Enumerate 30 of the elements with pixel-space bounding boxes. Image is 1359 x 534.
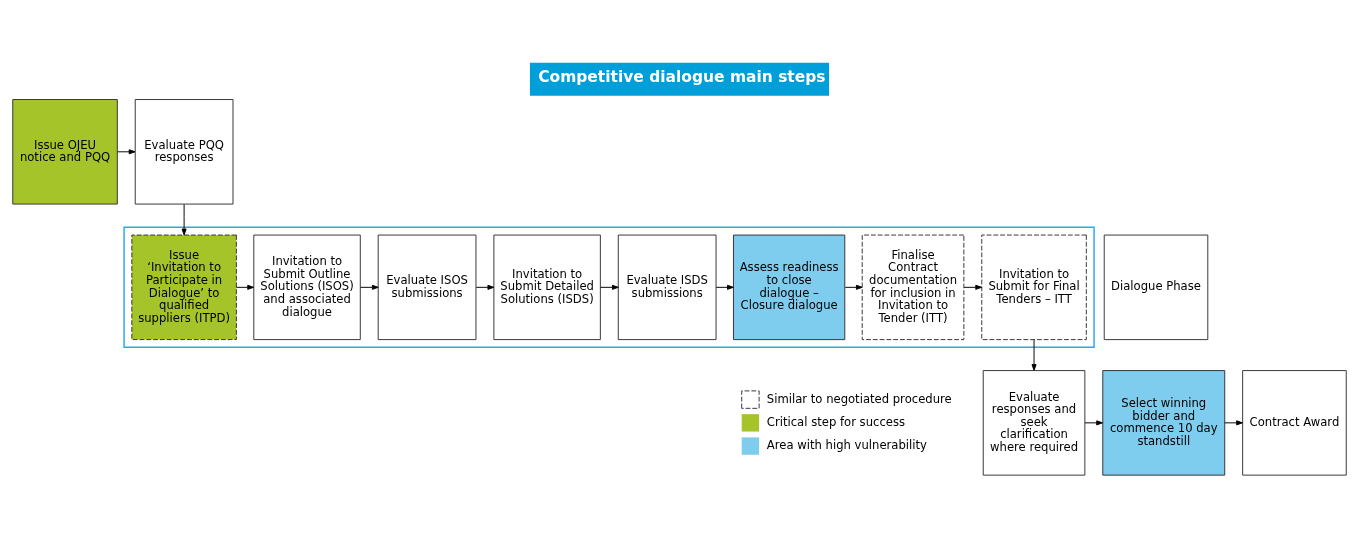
node-box: Finalise Contract documentation for inclusion in Invitation to Tender (ITT) [861,234,965,341]
node-box: Evaluate responses and seek clarification where required [982,370,1086,476]
diagram-title: Competitive dialogue main steps [538,67,826,86]
arrow [600,284,619,290]
node-box: Issue OJEU notice and PQQ [12,99,118,205]
arrow [715,284,734,290]
arrow [235,284,255,290]
arrow [963,284,983,290]
node-box: Issue ‘Invitation to Participate in Dialogue’ to qualified suppliers (ITPD) [131,234,237,341]
node-box: Invitation to Submit Detailed Solutions (ISDS) [493,234,601,341]
arrow [117,149,136,155]
arrow [1224,420,1243,426]
node-box: Select winning bidder and commence 10 day standstill [1102,370,1226,476]
arrow [1031,339,1037,371]
legend-label: Critical step for success [766,414,906,429]
node-box: Assess readiness to close dialogue – Closure dialogue [733,234,846,341]
node-box: Contract Award [1242,370,1347,476]
node-box: Invitation to Submit Outline Solutions (ISOS) and associated dialogue [253,234,361,341]
node-box: Dialogue Phase [1103,234,1209,341]
node-box: Invitation to Submit for Final Tenders – ITT [981,234,1087,341]
legend-label: Similar to negotiated procedure [766,391,952,406]
node-box: Evaluate ISDS submissions [617,234,717,341]
arrow [1084,420,1103,426]
legend-label: Area with high vulnerability [766,438,927,453]
node-box: Evaluate ISOS submissions [377,234,477,341]
node-box: Evaluate PQQ responses [134,99,234,205]
arrow [181,203,187,236]
arrow [475,284,495,290]
arrow [360,284,379,290]
arrow [844,284,863,290]
